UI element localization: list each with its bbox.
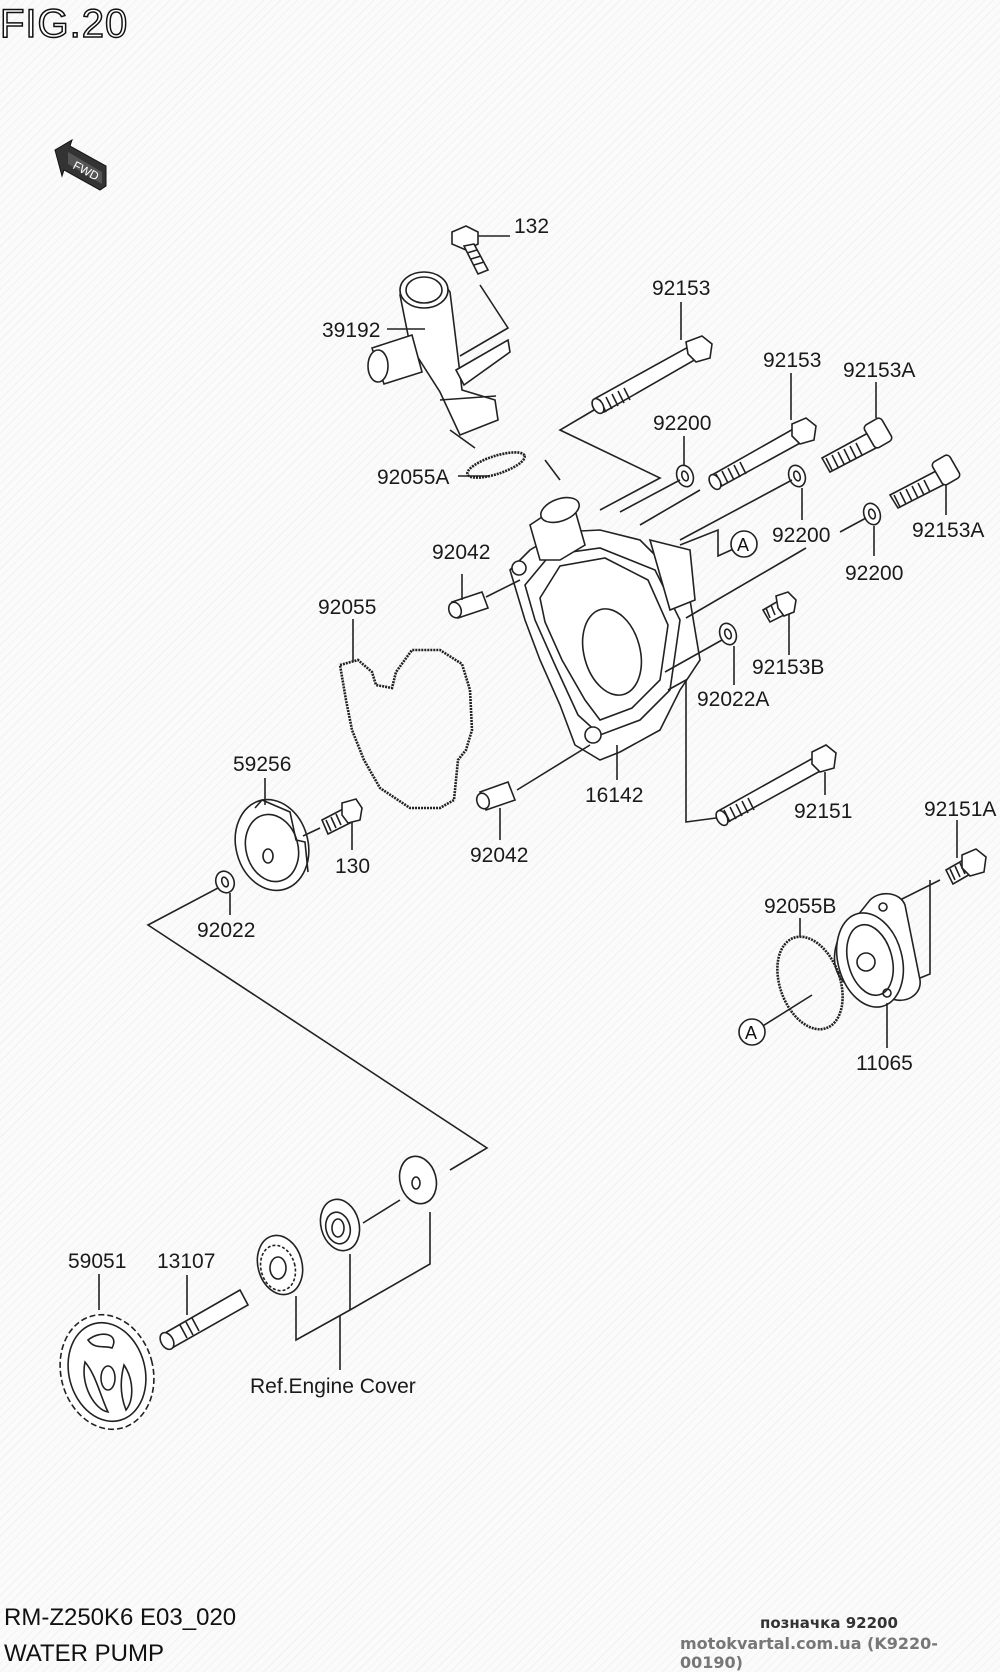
label-ref-engine-cover[interactable]: Ref.Engine Cover <box>250 1375 416 1398</box>
part-92153A-bolt-2[interactable] <box>888 454 961 510</box>
part-59051-gear[interactable] <box>48 1304 167 1440</box>
part-16142-pump-housing[interactable] <box>509 493 701 761</box>
part-92055B-o-ring[interactable] <box>765 928 854 1039</box>
part-92151A-bolt[interactable] <box>944 848 987 886</box>
part-132-bolt[interactable] <box>451 225 490 276</box>
section-name: WATER PUMP <box>4 1640 164 1667</box>
label-130[interactable]: 130 <box>335 855 370 878</box>
watermark-site: motokvartal.com.ua (K9220-00190) <box>680 1634 938 1672</box>
label-92153-2[interactable]: 92153 <box>763 349 821 372</box>
watermark-caption: позначка 92200 <box>760 1614 898 1632</box>
label-92042-lower[interactable]: 92042 <box>470 844 528 867</box>
label-92200-1[interactable]: 92200 <box>653 412 711 435</box>
part-92042-dowel-pin-lower[interactable] <box>475 780 517 812</box>
part-59256-impeller[interactable] <box>225 791 318 899</box>
part-mechanical-seal[interactable] <box>394 1152 441 1208</box>
figure-title: FIG.20 <box>0 1 129 47</box>
part-13107-shaft[interactable] <box>157 1288 250 1352</box>
part-39192-water-pipe[interactable] <box>367 271 511 437</box>
model-code: RM-Z250K6 E03_020 <box>4 1604 237 1631</box>
part-92055A-o-ring[interactable] <box>465 447 528 483</box>
label-11065[interactable]: 11065 <box>856 1052 913 1075</box>
label-92042-upper[interactable]: 92042 <box>432 541 490 564</box>
fwd-arrow-icon: FWD <box>54 138 107 191</box>
part-130-bolt[interactable] <box>320 798 363 836</box>
part-11065-pump-cover[interactable] <box>827 892 921 1015</box>
ref-mark-a-upper: A <box>730 530 758 558</box>
svg-text:A: A <box>737 535 749 555</box>
label-92022A[interactable]: 92022A <box>697 688 769 711</box>
part-92200-washer-3[interactable] <box>861 501 884 527</box>
label-92055[interactable]: 92055 <box>318 596 376 619</box>
part-92022A-washer[interactable] <box>717 621 740 647</box>
part-92022-washer[interactable] <box>213 869 237 896</box>
label-92022[interactable]: 92022 <box>197 919 255 942</box>
part-92153A-bolt-1[interactable] <box>820 417 893 474</box>
part-92200-washer-1[interactable] <box>674 463 697 489</box>
part-bearing[interactable] <box>251 1230 309 1299</box>
label-13107[interactable]: 13107 <box>157 1250 215 1273</box>
label-92153-1[interactable]: 92153 <box>652 277 710 300</box>
part-92200-washer-2[interactable] <box>786 463 809 489</box>
part-92055-gasket[interactable] <box>338 648 474 810</box>
ref-mark-a-lower: A <box>738 1018 766 1046</box>
svg-text:A: A <box>745 1023 757 1043</box>
part-92153-bolt-2[interactable] <box>707 417 817 491</box>
label-92055B[interactable]: 92055B <box>764 895 836 918</box>
part-92153B-bolt[interactable] <box>761 591 797 624</box>
label-92151A[interactable]: 92151A <box>924 798 996 821</box>
label-92153A-1[interactable]: 92153A <box>843 359 915 382</box>
part-92042-dowel-pin-upper[interactable] <box>447 590 490 620</box>
label-132[interactable]: 132 <box>514 215 549 238</box>
label-92200-3[interactable]: 92200 <box>845 562 903 585</box>
label-59051[interactable]: 59051 <box>68 1250 126 1273</box>
label-59256[interactable]: 59256 <box>233 753 291 776</box>
label-92153B[interactable]: 92153B <box>752 656 824 679</box>
part-92151-bolt[interactable] <box>714 744 837 827</box>
label-92151[interactable]: 92151 <box>794 800 852 823</box>
part-oil-seal[interactable] <box>315 1195 365 1255</box>
part-92153-bolt-1[interactable] <box>590 335 713 415</box>
label-92055A[interactable]: 92055A <box>377 466 449 489</box>
label-92200-2[interactable]: 92200 <box>772 524 830 547</box>
label-39192[interactable]: 39192 <box>322 319 380 342</box>
label-16142[interactable]: 16142 <box>585 784 643 807</box>
label-92153A-2[interactable]: 92153A <box>912 519 984 542</box>
